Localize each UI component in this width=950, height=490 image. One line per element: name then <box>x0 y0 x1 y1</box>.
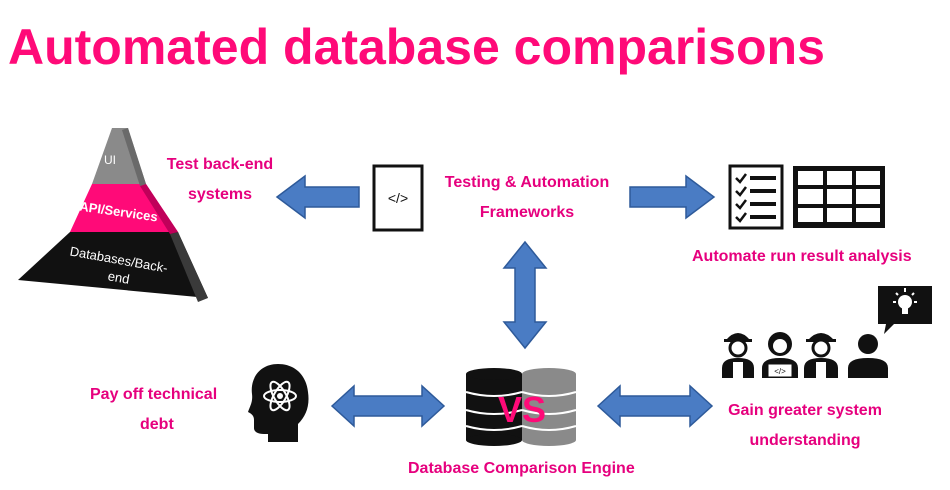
worker-engineer-icon <box>804 333 838 378</box>
worker-hardhat-icon <box>722 333 754 378</box>
label-engine: Database Comparison Engine <box>408 460 635 477</box>
grid-table-icon <box>793 166 885 228</box>
label-understanding: Gain greater system understanding <box>728 402 882 449</box>
arrow-vertical-double <box>502 240 548 350</box>
arrow-double-right <box>596 384 714 428</box>
label-frameworks: Testing & Automation Frameworks <box>444 174 610 221</box>
checklist-icon <box>728 164 784 230</box>
pyramid-tier-bottom <box>18 232 208 298</box>
svg-text:</>: </> <box>774 367 786 376</box>
lightbulb-speech-icon <box>878 286 932 334</box>
person-icon <box>848 334 888 378</box>
label-analysis: Automate run result analysis <box>692 248 912 265</box>
arrow-double-left <box>330 384 446 428</box>
arrow-right-to-analysis <box>629 174 716 220</box>
svg-text:</>: </> <box>388 190 408 206</box>
brain-atom-icon <box>248 364 309 442</box>
label-test-backend: Test back-end systems <box>166 156 274 203</box>
worker-developer-icon: </> <box>762 332 798 378</box>
pyramid-label-db-2: end <box>107 268 131 287</box>
svg-text:VS: VS <box>498 389 546 430</box>
workers-group-icon: </> <box>722 332 888 378</box>
database-vs-icon: VS <box>465 368 577 446</box>
pyramid-label-ui: UI <box>104 153 116 167</box>
arrow-left-to-backend <box>275 174 360 220</box>
code-window-icon: </> <box>372 164 424 232</box>
label-technical-debt: Pay off technical debt <box>90 386 218 433</box>
pyramid-diagram: UI API/Services Databases/Back- end <box>18 128 208 302</box>
page-title: Automated database comparisons <box>8 19 825 75</box>
